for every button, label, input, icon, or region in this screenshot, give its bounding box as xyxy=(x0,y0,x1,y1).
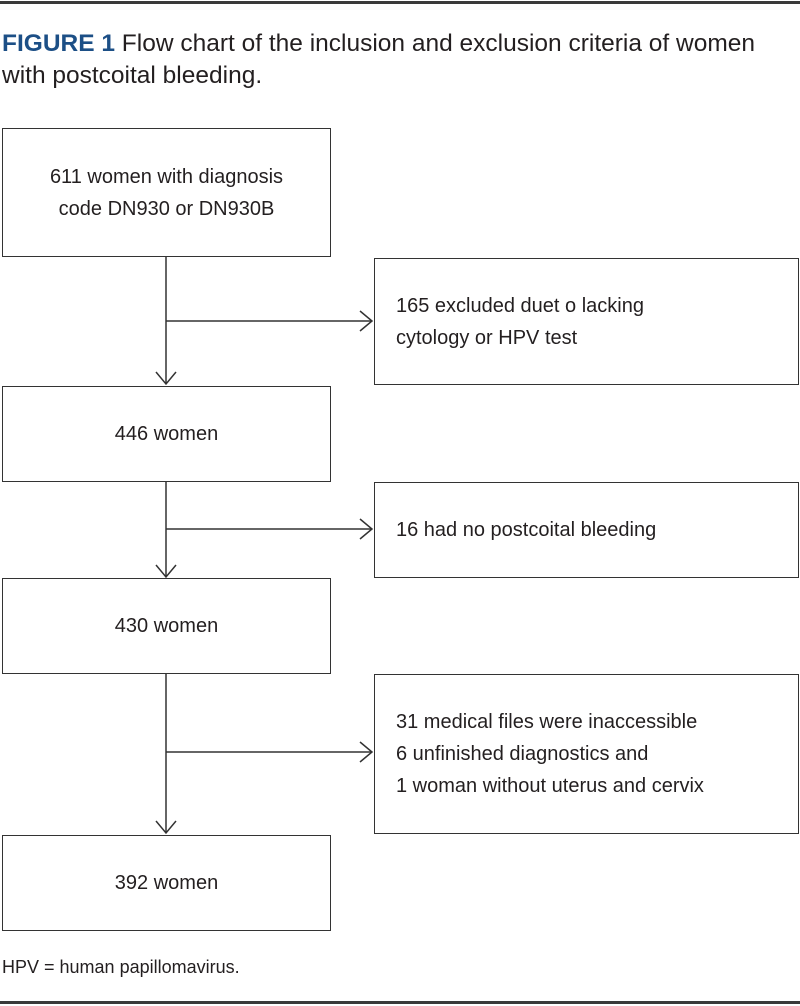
figure-label: FIGURE 1 xyxy=(2,30,115,57)
node-446: 446 women xyxy=(2,386,331,482)
node-text: 392 women xyxy=(114,872,219,894)
bottom-rule xyxy=(0,1001,800,1004)
node-text: 611 women with diagnosis code DN930 or D… xyxy=(49,165,284,220)
arrowhead-right-1 xyxy=(359,310,374,332)
node-exclusion-3: 31 medical files were inaccessible 6 unf… xyxy=(374,674,799,834)
node-430: 430 women xyxy=(2,578,331,674)
caption-text: Flow chart of the inclusion and exclusio… xyxy=(2,30,756,89)
top-rule xyxy=(0,1,800,4)
arrowhead-right-2 xyxy=(359,518,374,540)
arrowhead-2 xyxy=(155,564,177,579)
arrowhead-1 xyxy=(155,371,177,386)
figure-caption: FIGURE 1 Flow chart of the inclusion and… xyxy=(2,28,792,92)
node-392: 392 women xyxy=(2,835,331,931)
node-text: 430 women xyxy=(114,615,219,637)
node-initial: 611 women with diagnosis code DN930 or D… xyxy=(2,128,331,257)
node-text: 446 women xyxy=(114,423,219,445)
node-exclusion-1: 165 excluded duet o lacking cytology or … xyxy=(374,258,799,385)
footnote: HPV = human papillomavirus. xyxy=(2,957,240,977)
node-text: 31 medical files were inaccessible 6 unf… xyxy=(396,711,704,797)
arrowhead-right-3 xyxy=(359,741,374,763)
node-text: 16 had no postcoital bleeding xyxy=(396,519,657,541)
node-exclusion-2: 16 had no postcoital bleeding xyxy=(374,482,799,578)
arrowhead-3 xyxy=(155,820,177,835)
node-text: 165 excluded duet o lacking cytology or … xyxy=(396,294,644,349)
